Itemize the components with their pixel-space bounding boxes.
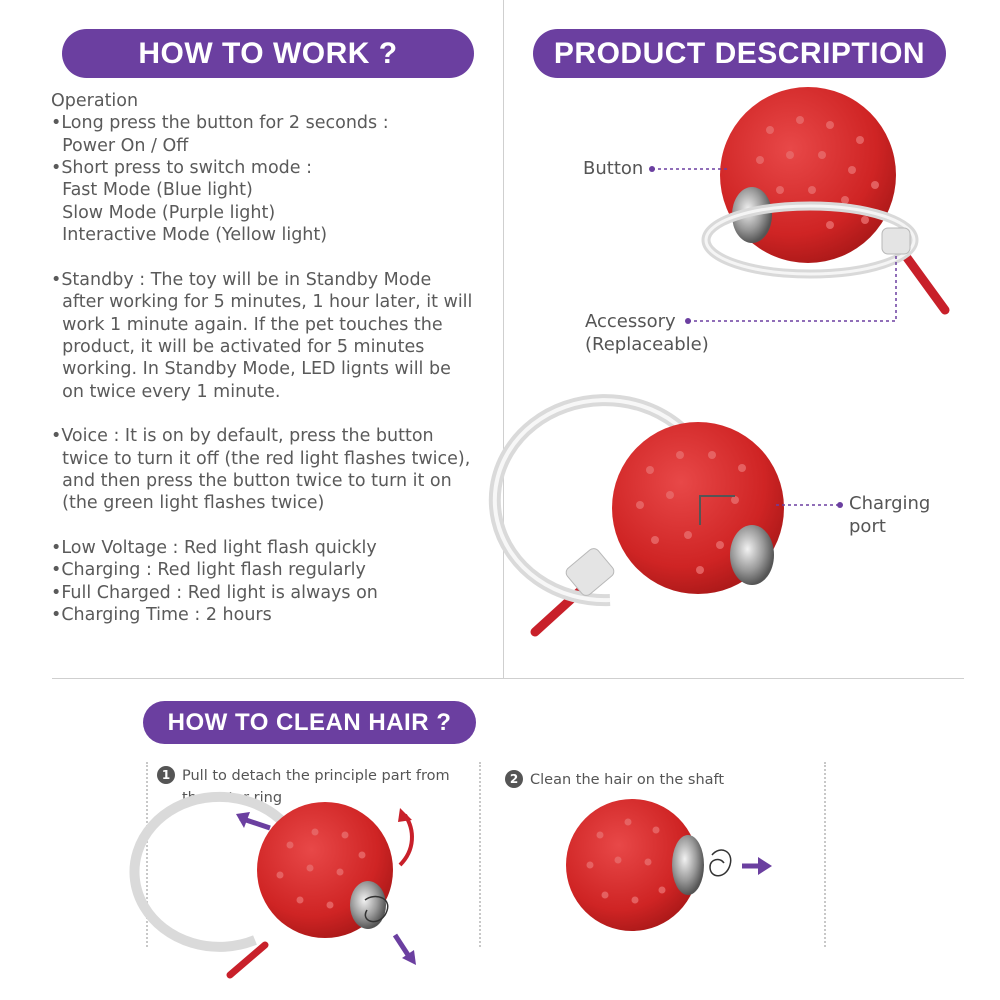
how-to-work-line: •Charging Time : 2 hours [51,605,272,626]
step1-line1: Pull to detach the principle part from [182,768,450,784]
how-to-work-line: •Full Charged : Red light is always on [51,582,378,603]
how-to-work-line: on twice every 1 minute. [51,381,281,402]
step2-text: 2 Clean the hair on the shaft [505,769,724,791]
accessory-label: Accessory [585,311,676,332]
dotted-separator-middle [479,762,481,947]
step2-number-icon: 2 [505,770,523,788]
how-to-clean-title: HOW TO CLEAN HAIR ? [143,701,476,744]
charging-sub-label: port [849,516,886,537]
step2-line: Clean the hair on the shaft [530,772,725,788]
how-to-work-line: after working for 5 minutes, 1 hour late… [51,292,473,313]
how-to-work-line: and then press the button twice to turn … [51,470,452,491]
how-to-work-line: •Long press the button for 2 seconds : [51,113,389,134]
accessory-sub-label: (Replaceable) [585,334,709,355]
how-to-work-line: working. In Standby Mode, LED lignts wil… [51,359,451,380]
vertical-divider [503,0,504,678]
how-to-work-line: •Charging : Red light flash regularly [51,560,366,581]
how-to-work-line: •Standby : The toy will be in Standby Mo… [51,269,432,290]
how-to-work-title: HOW TO WORK ? [62,29,474,78]
how-to-work-line: twice to turn it off (the red light flas… [51,448,471,469]
button-label: Button [583,158,644,179]
dotted-separator-left [146,762,148,947]
step1-number-icon: 1 [157,766,175,784]
how-to-work-line: Slow Mode (Purple light) [51,202,276,223]
how-to-work-line: Fast Mode (Blue light) [51,180,253,201]
how-to-work-line: product, it will be activated for 5 minu… [51,336,425,357]
how-to-work-line: •Low Voltage : Red light flash quickly [51,538,377,558]
dotted-separator-right [824,762,826,947]
horizontal-divider [52,678,964,679]
how-to-work-line: Power On / Off [51,135,189,156]
how-to-work-line: (the green light flashes twice) [51,493,325,514]
how-to-work-line: •Short press to switch mode : [51,158,312,179]
how-to-work-line: Interactive Mode (Yellow light) [51,225,328,246]
how-to-work-line: work 1 minute again. If the pet touches … [51,314,443,335]
how-to-work-line: Operation [51,91,139,111]
charging-label: Charging [849,493,931,514]
product-description-title: PRODUCT DESCRIPTION [533,29,946,78]
how-to-work-line: •Voice : It is on by default, press the … [51,426,434,447]
